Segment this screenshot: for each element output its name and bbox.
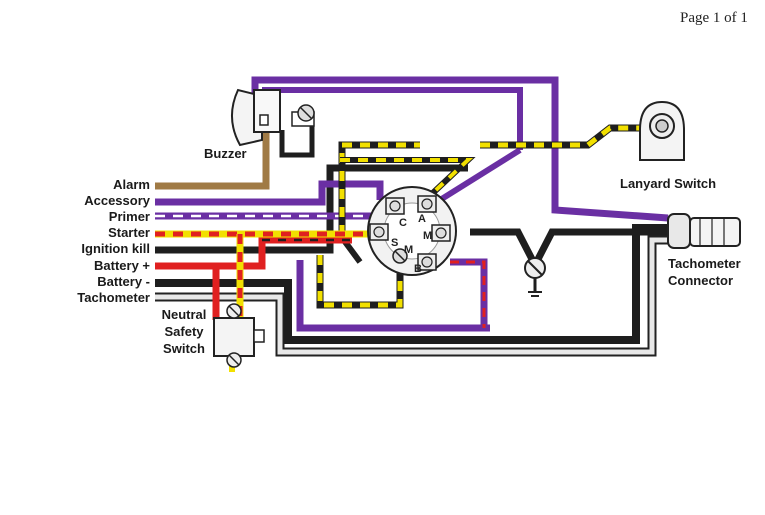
label-primer: Primer bbox=[109, 209, 150, 224]
label-tachometer: Tachometer bbox=[77, 290, 150, 305]
terminal-label-a: A bbox=[418, 213, 426, 225]
page-label: Page 1 of 1 bbox=[680, 10, 748, 26]
terminal-label-m-bottom: M bbox=[404, 244, 413, 256]
neutral-safety-switch bbox=[213, 303, 265, 368]
wire-purple-lower-loop bbox=[296, 260, 490, 332]
label-ignition-kill: Ignition kill bbox=[81, 241, 150, 256]
buzzer bbox=[231, 88, 315, 147]
lanyard-switch bbox=[639, 100, 685, 161]
label-accessory: Accessory bbox=[84, 193, 151, 208]
wire-ignition-purple-top bbox=[251, 76, 669, 222]
label-tach-connector-2: Connector bbox=[668, 273, 733, 288]
wire-battery-negative-black bbox=[155, 224, 688, 344]
label-alarm: Alarm bbox=[113, 177, 150, 192]
label-buzzer: Buzzer bbox=[204, 146, 247, 161]
label-battery-plus: Battery + bbox=[94, 258, 150, 273]
terminal-label-b: B bbox=[414, 263, 422, 275]
wire-red-purple-loop bbox=[450, 258, 488, 328]
wire-accessory-purple bbox=[155, 180, 384, 206]
label-neutral-safety-2: Safety bbox=[164, 324, 204, 339]
label-starter: Starter bbox=[108, 225, 150, 240]
label-battery-minus: Battery - bbox=[97, 274, 150, 289]
terminal-label-m-right: M bbox=[423, 230, 432, 242]
label-lanyard-switch: Lanyard Switch bbox=[620, 176, 716, 191]
label-neutral-safety-3: Switch bbox=[163, 341, 205, 356]
terminal-label-s: S bbox=[391, 237, 398, 249]
terminal-label-c: C bbox=[399, 217, 407, 229]
tachometer-connector bbox=[667, 213, 741, 249]
wire-alarm-tan bbox=[155, 132, 270, 190]
wire-buzzer-black bbox=[279, 120, 315, 158]
ground-stud bbox=[524, 257, 546, 297]
wire-tachometer-gray bbox=[155, 235, 688, 357]
label-neutral-safety-1: Neutral bbox=[162, 307, 207, 322]
ignition-switch: C A S M M B bbox=[367, 186, 457, 276]
label-tach-connector-1: Tachometer bbox=[668, 256, 741, 271]
wire-yellow-black-lanyard bbox=[338, 124, 640, 235]
